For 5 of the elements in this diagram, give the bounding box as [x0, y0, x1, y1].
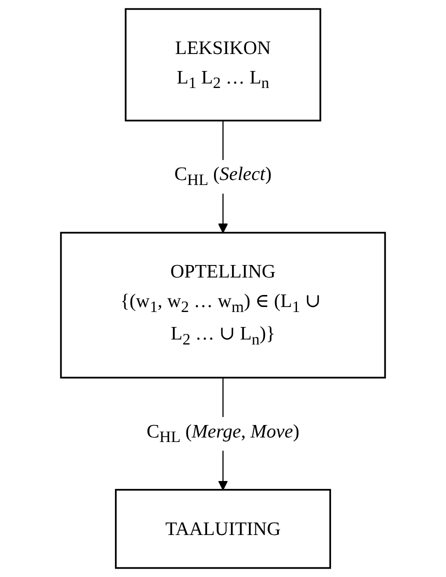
node-box: TAALUITING — [114, 488, 332, 569]
node-box: LEKSIKON L$_{1}$ L$_{2}$ … L$_{n}$ — [124, 8, 322, 122]
edge-label: C$_{HL}$ (Merge, Move) — [146, 420, 300, 447]
node-box: OPTELLING {(w$_{1}$, w$_{2}$ … w$_{m}$) ∈ (L$_{1}$ ∪ L$_{2}$ … ∪ L$_{n}$)} — [60, 232, 386, 378]
edge-label: C$_{HL}$ (Select) — [174, 163, 272, 190]
